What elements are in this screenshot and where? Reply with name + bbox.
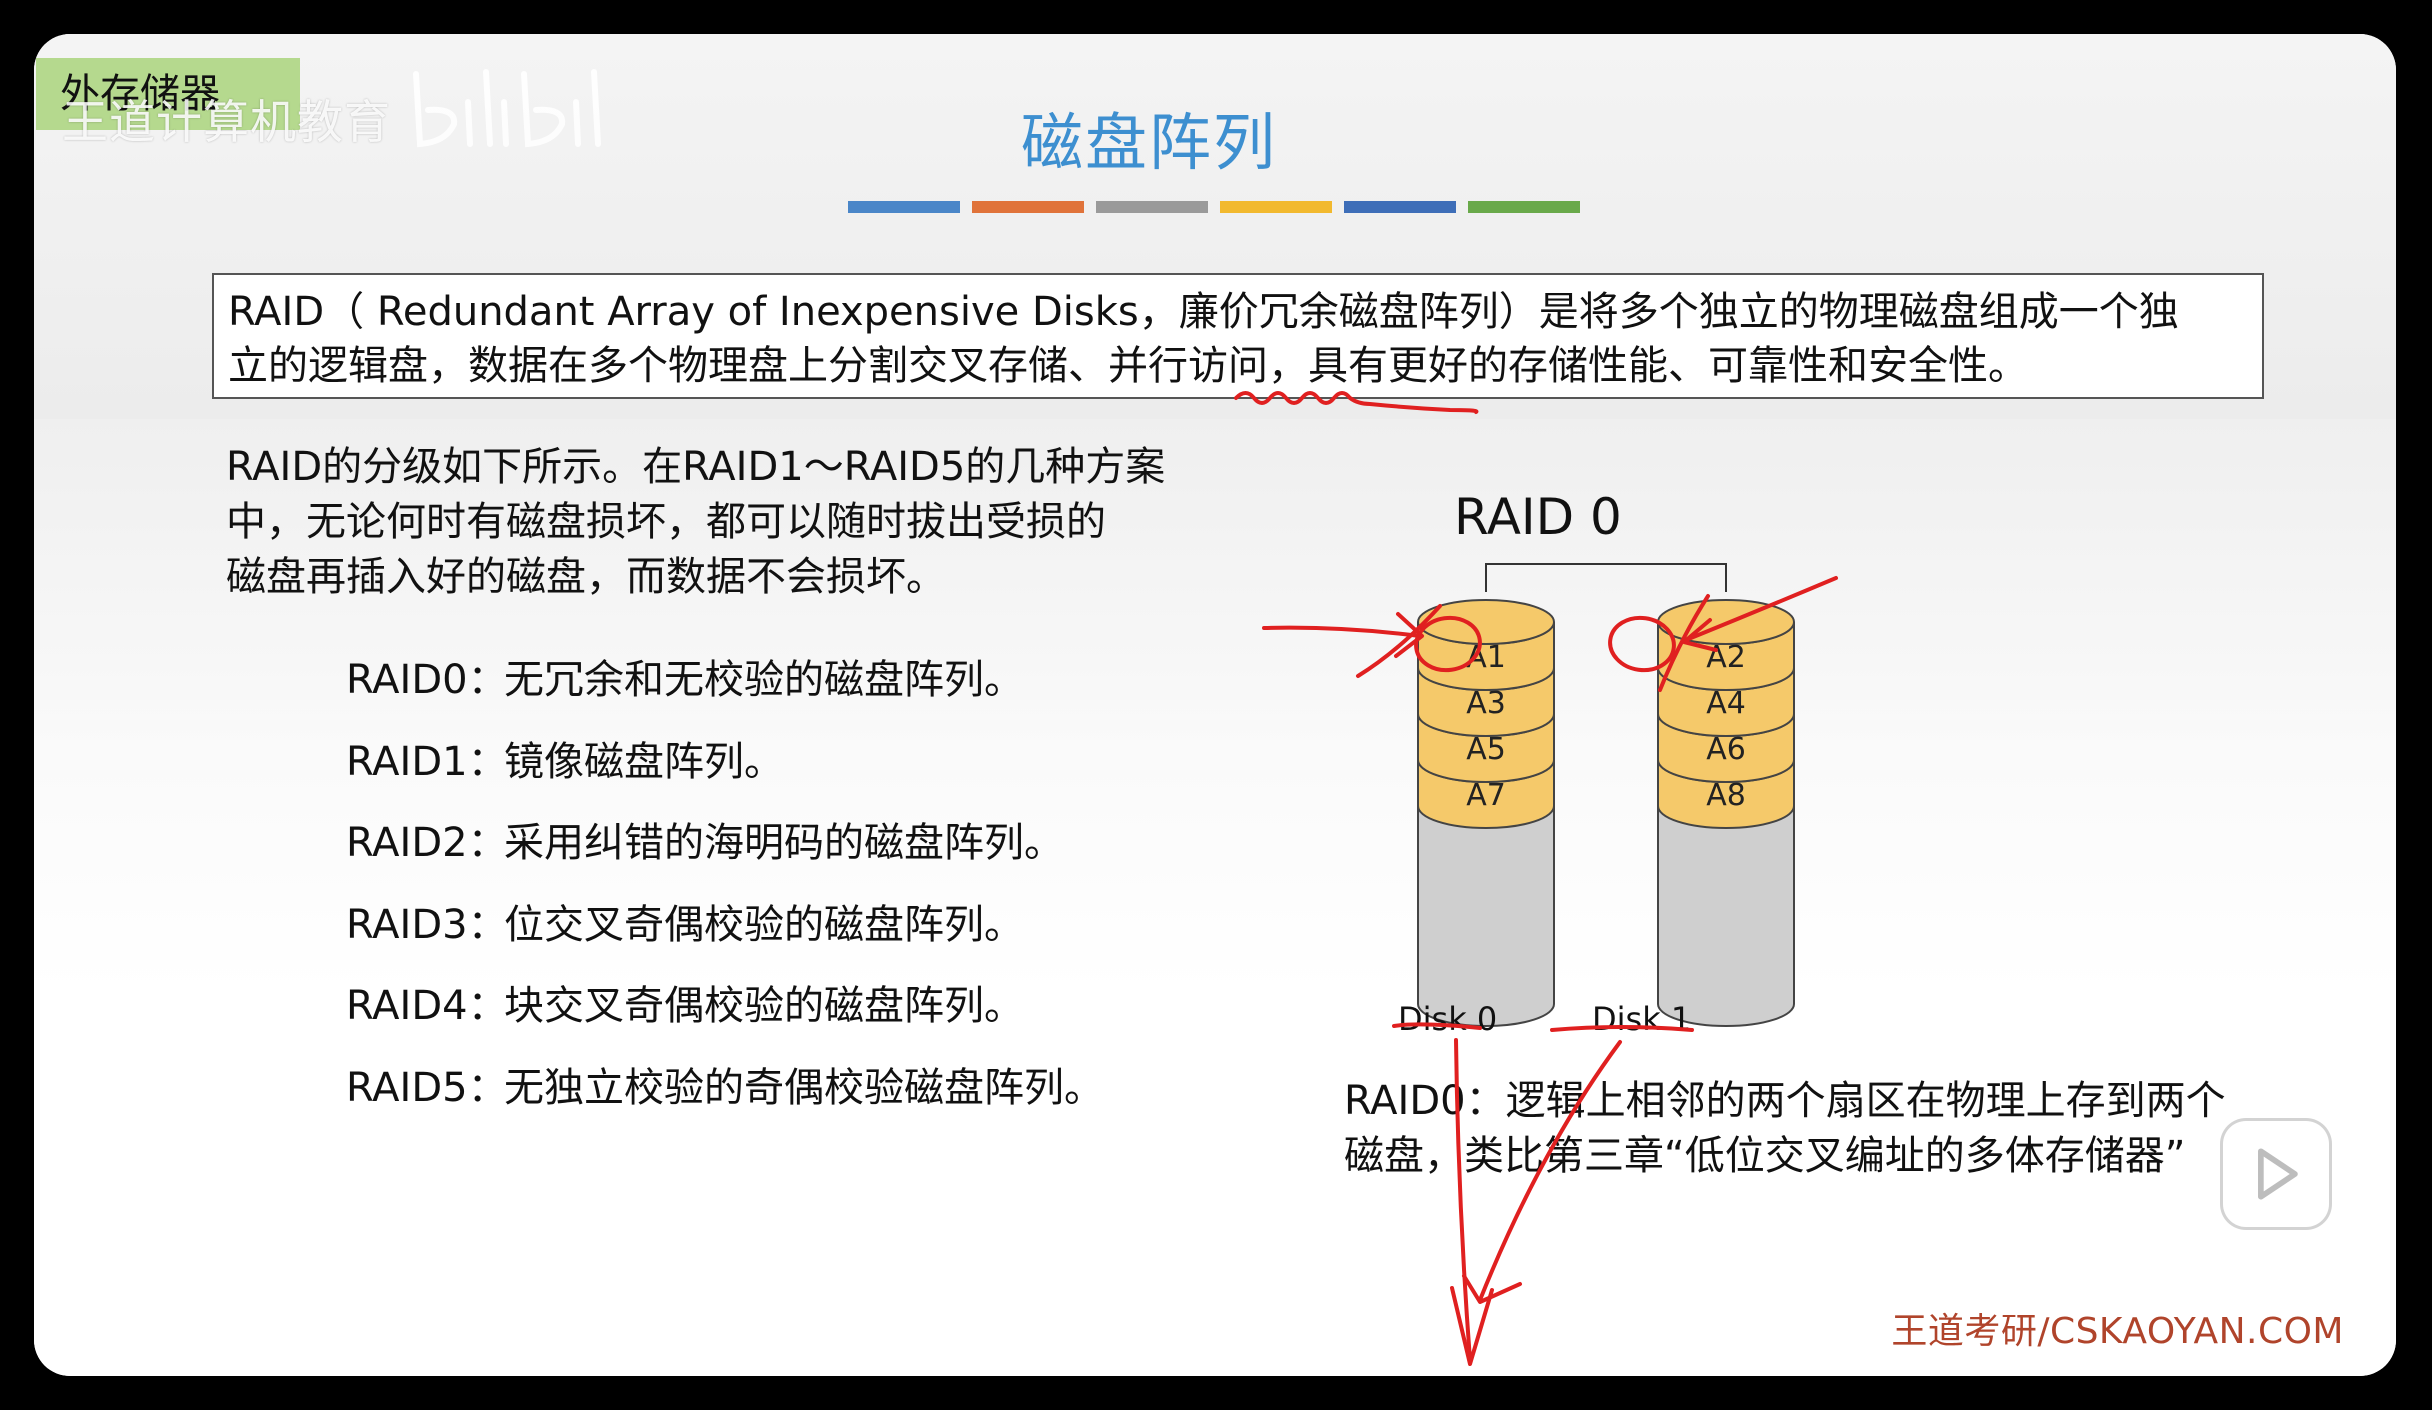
title-color-bar — [972, 201, 1084, 213]
raid-level-item: RAID1：镜像磁盘阵列。 — [346, 738, 1104, 820]
raid-level-text: 块交叉奇偶校验的磁盘阵列。 — [504, 983, 1024, 1029]
raid-level-label: RAID3： — [346, 901, 508, 948]
raid0-diagram-title: RAID 0 — [1454, 488, 1622, 546]
slide: 外存储器 王道计算机教育 磁盘阵列 RAID（ Redundant Array … — [34, 34, 2396, 1376]
raid-level-label: RAID2： — [346, 820, 508, 866]
description-line-2: 中，无论何时有磁盘损坏，都可以随时拔出受损的 — [226, 499, 1106, 545]
raid-level-label: RAID0： — [346, 657, 508, 703]
raid-level-item: RAID0：无冗余和无校验的磁盘阵列。 — [346, 656, 1104, 738]
raid-level-text: 镜像磁盘阵列。 — [504, 738, 784, 785]
raid-level-text: 采用纠错的海明码的磁盘阵列。 — [504, 820, 1064, 866]
disk-block-label: A7 — [1466, 778, 1506, 813]
description-line-3: 磁盘再插入好的磁盘，而数据不会损坏。 — [226, 554, 946, 600]
disk-block-label: A8 — [1706, 778, 1746, 813]
title-color-bar — [848, 201, 960, 213]
raid0-connector — [1485, 563, 1727, 592]
disk-block-label: A5 — [1466, 732, 1506, 767]
raid-level-text: 无独立校验的奇偶校验磁盘阵列。 — [504, 1064, 1104, 1111]
disk-1: A8 A6 A4 A2 — [1657, 599, 1795, 1027]
raid0-diagram: A7 A5 A3 A1 A8 A6 A4 A2 — [1417, 563, 1795, 1027]
disk-1-label: Disk 1 — [1592, 1000, 1692, 1038]
disk-body — [1417, 805, 1555, 1027]
disk-0: A7 A5 A3 A1 — [1417, 599, 1555, 1027]
description-line-1: RAID的分级如下所示。在RAID1～RAID5的几种方案 — [226, 444, 1166, 490]
disk-top — [1657, 599, 1795, 645]
disk-block-label: A2 — [1706, 640, 1746, 675]
raid-level-label: RAID5： — [346, 1064, 508, 1111]
disk-block-label: A1 — [1466, 640, 1506, 675]
intro-box: RAID（ Redundant Array of Inexpensive Dis… — [212, 273, 2264, 399]
title-color-bar — [1468, 201, 1580, 213]
intro-line-2: 立的逻辑盘，数据在多个物理盘上分割交叉存储、并行访问，具有更好的存储性能、可靠性… — [228, 343, 2028, 389]
disk-block-label: A6 — [1706, 732, 1746, 767]
disk-block-label: A4 — [1706, 686, 1746, 721]
raid-level-list: RAID0：无冗余和无校验的磁盘阵列。 RAID1：镜像磁盘阵列。 RAID2：… — [346, 656, 1104, 1145]
disk-body — [1657, 805, 1795, 1027]
title-color-bar — [1344, 201, 1456, 213]
page-title: 磁盘阵列 — [1020, 106, 1277, 179]
raid-level-label: RAID1： — [346, 738, 508, 785]
raid-level-item: RAID5：无独立校验的奇偶校验磁盘阵列。 — [346, 1064, 1104, 1146]
slide-body-band — [34, 419, 2396, 1376]
raid-level-item: RAID4：块交叉奇偶校验的磁盘阵列。 — [346, 982, 1104, 1064]
raid-level-item: RAID3：位交叉奇偶校验的磁盘阵列。 — [346, 901, 1104, 983]
raid-level-text: 位交叉奇偶校验的磁盘阵列。 — [504, 901, 1024, 948]
title-color-bar — [1220, 201, 1332, 213]
play-icon — [2258, 1148, 2298, 1200]
disk-block-label: A3 — [1466, 686, 1506, 721]
disk-top — [1417, 599, 1555, 645]
raid-level-item: RAID2：采用纠错的海明码的磁盘阵列。 — [346, 819, 1104, 901]
raid-description: RAID的分级如下所示。在RAID1～RAID5的几种方案 中，无论何时有磁盘损… — [226, 440, 1286, 605]
raid-level-text: 无冗余和无校验的磁盘阵列。 — [504, 657, 1024, 703]
play-button[interactable] — [2220, 1118, 2332, 1230]
raid-level-label: RAID4： — [346, 983, 508, 1029]
watermark-text: 王道计算机教育 — [62, 95, 391, 149]
bilibili-logo-icon — [413, 69, 601, 148]
section-tag: 外存储器 — [36, 58, 300, 130]
intro-line-1: RAID（ Redundant Array of Inexpensive Dis… — [228, 289, 2179, 335]
title-color-bar — [1096, 201, 1208, 213]
footer-brand: 王道考研/CSKAOYAN.COM — [1891, 1311, 2344, 1352]
disk-0-label: Disk 0 — [1398, 1000, 1498, 1038]
